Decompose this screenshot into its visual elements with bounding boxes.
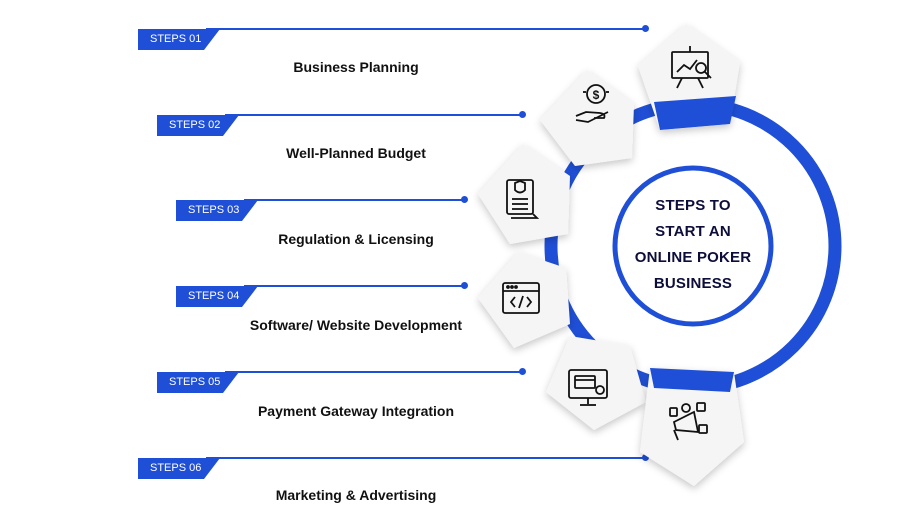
step-connector-dot	[642, 25, 649, 32]
step-connector	[206, 28, 646, 30]
center-title: STEPS TO START AN ONLINE POKER BUSINESS	[620, 172, 766, 318]
step-tag: STEPS 06	[138, 458, 220, 479]
step-title: Marketing & Advertising	[275, 487, 437, 503]
presentation-chart-icon	[671, 46, 712, 89]
step-connector	[244, 285, 466, 287]
step-title: Regulation & Licensing	[278, 231, 434, 247]
step-1-pentagon	[638, 24, 740, 130]
money-hand-icon: $	[575, 84, 609, 123]
step-connector	[244, 199, 466, 201]
center-title-text: STEPS TO START AN ONLINE POKER BUSINESS	[634, 197, 752, 292]
step-2-pentagon: $	[540, 70, 634, 166]
megaphone-social-icon	[669, 402, 708, 441]
step-title: Payment Gateway Integration	[257, 403, 455, 419]
step-tag: STEPS 03	[176, 200, 258, 221]
step-title: Software/ Website Development	[249, 317, 463, 333]
step-connector-dot	[519, 368, 526, 375]
step-tag: STEPS 02	[157, 115, 239, 136]
code-window-icon	[502, 282, 540, 314]
step-5-pentagon	[546, 336, 646, 430]
center-circle	[612, 165, 774, 327]
license-document-icon	[506, 179, 540, 219]
step-connector-dot	[461, 196, 468, 203]
step-title: Well-Planned Budget	[286, 145, 426, 161]
svg-text:$: $	[593, 88, 600, 102]
step-tag: STEPS 01	[138, 29, 220, 50]
step-title: Business Planning	[293, 59, 419, 75]
step-tag: STEPS 04	[176, 286, 258, 307]
step-connector-dot	[519, 111, 526, 118]
step-connector	[206, 457, 646, 459]
monitor-payment-icon	[568, 369, 608, 406]
step-4-pentagon	[478, 252, 570, 348]
step-connector-dot	[642, 454, 649, 461]
step-6-pentagon	[640, 368, 744, 486]
step-connector	[225, 371, 523, 373]
step-connector-dot	[461, 282, 468, 289]
step-tag: STEPS 05	[157, 372, 239, 393]
step-3-pentagon	[478, 144, 570, 244]
step-connector	[225, 114, 523, 116]
